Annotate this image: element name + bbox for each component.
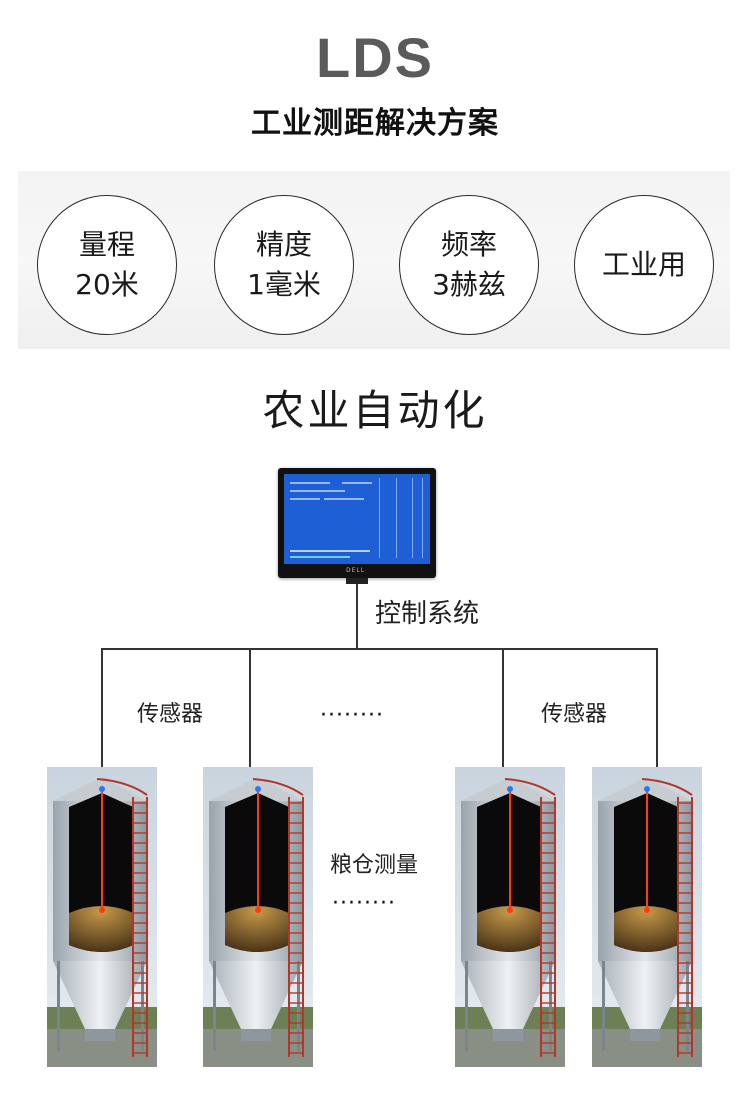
- silo-measurement-label: 粮仓测量: [330, 853, 419, 878]
- feature-frequency: 频率 3赫兹: [399, 195, 539, 335]
- ellipsis-silo: ········: [332, 891, 396, 916]
- feature-range-label: 量程: [78, 228, 135, 261]
- feature-accuracy-label: 精度: [255, 228, 312, 261]
- feature-industrial-label: 工业用: [601, 248, 686, 281]
- grain-silo-1: [47, 767, 157, 1067]
- feature-range: 量程 20米: [37, 195, 177, 335]
- monitor-screen: [284, 474, 430, 564]
- feature-industrial: 工业用: [574, 195, 714, 335]
- page-subtitle: 工业测距解决方案: [251, 106, 499, 141]
- feature-accuracy: 精度 1毫米: [214, 195, 354, 335]
- grain-silo-2: [203, 767, 313, 1067]
- control-system-label: 控制系统: [375, 599, 480, 629]
- section-title: 农业自动化: [262, 386, 488, 435]
- feature-frequency-label: 频率: [440, 228, 497, 261]
- feature-accuracy-value: 1毫米: [247, 268, 321, 301]
- feature-band: 量程 20米 精度 1毫米 频率 3赫兹 工业用: [18, 171, 730, 349]
- feature-range-value: 20米: [75, 268, 139, 301]
- monitor-brand-logo: DELL: [346, 567, 366, 574]
- ellipsis-middle: ········: [320, 703, 384, 728]
- grain-silo-4: [592, 767, 702, 1067]
- feature-frequency-value: 3赫兹: [432, 268, 506, 301]
- brand-logo-text: LDS: [316, 26, 434, 89]
- monitor-stand: [346, 578, 368, 584]
- sensor-label-right: 传感器: [541, 702, 608, 727]
- sensor-label-left: 传感器: [137, 702, 204, 727]
- monitor: DELL: [278, 468, 436, 578]
- grain-silo-3: [455, 767, 565, 1067]
